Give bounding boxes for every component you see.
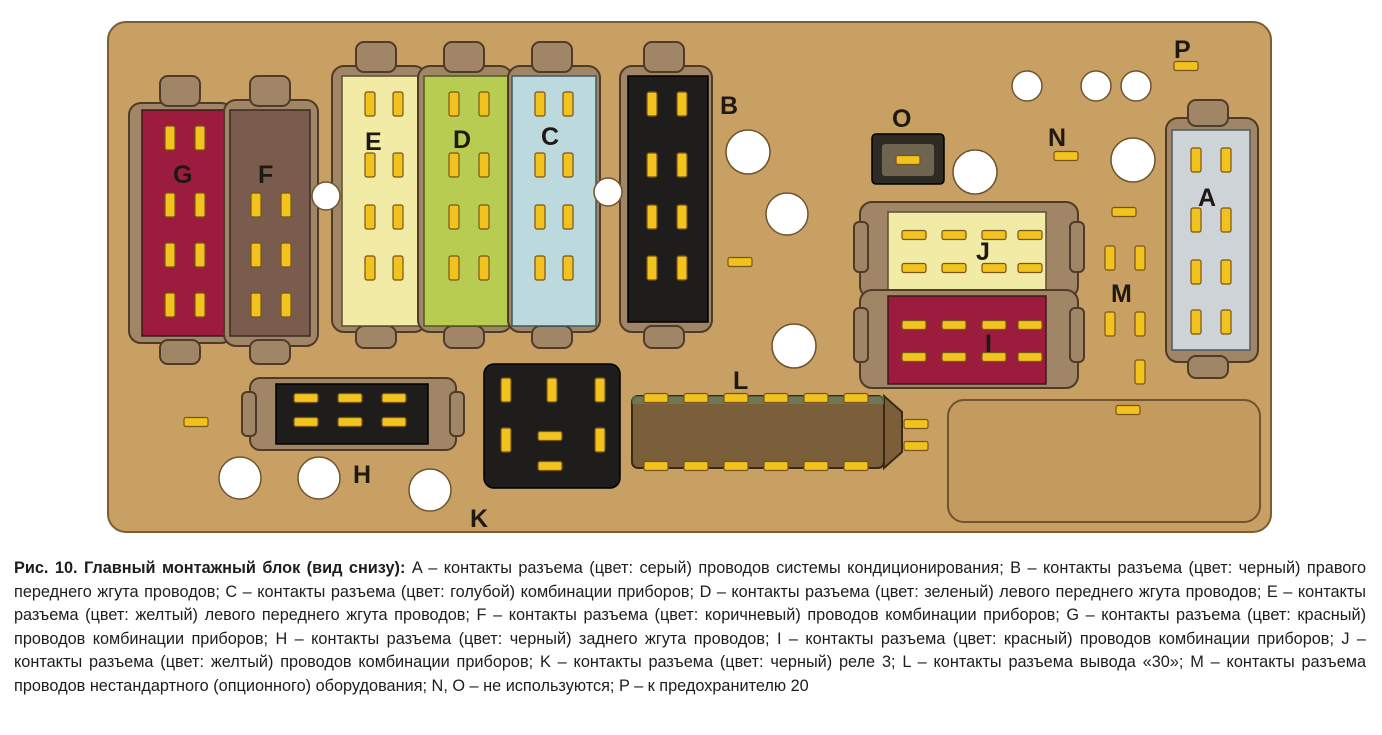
label-g: G (173, 161, 192, 189)
connector-a (1165, 99, 1259, 379)
connector-e (331, 41, 427, 349)
label-b: B (720, 92, 738, 120)
plate (947, 399, 1261, 523)
connector-i (853, 289, 1085, 389)
connector-l (631, 392, 929, 472)
label-k: K (470, 505, 488, 533)
connector-g (128, 75, 234, 365)
caption-title: Рис. 10. Главный монтажный блок (вид сни… (14, 559, 406, 577)
label-e: E (365, 128, 382, 156)
connector-h (241, 377, 465, 451)
label-m: M (1111, 280, 1132, 308)
label-j: J (976, 238, 990, 266)
holes (218, 70, 1156, 512)
label-n: N (1048, 124, 1066, 152)
label-a: A (1198, 184, 1216, 212)
connector-f (223, 75, 319, 365)
label-p: P (1174, 36, 1191, 64)
connector-d (417, 41, 513, 349)
figure-caption: Рис. 10. Главный монтажный блок (вид сни… (14, 557, 1366, 699)
label-d: D (453, 126, 471, 154)
mounting-block-diagram: A B C D E F G H I J K L M N O P (107, 21, 1272, 533)
label-h: H (353, 461, 371, 489)
caption-text: A – контакты разъема (цвет: серый) прово… (14, 559, 1366, 695)
connector-j (853, 201, 1085, 299)
connector-k (483, 363, 621, 489)
connector-c (507, 41, 601, 349)
label-o: O (892, 105, 911, 133)
label-f: F (258, 161, 273, 189)
connector-b (619, 41, 713, 349)
label-i: I (985, 330, 992, 358)
label-c: C (541, 123, 559, 151)
label-l: L (733, 367, 748, 395)
socket-o (871, 133, 945, 185)
